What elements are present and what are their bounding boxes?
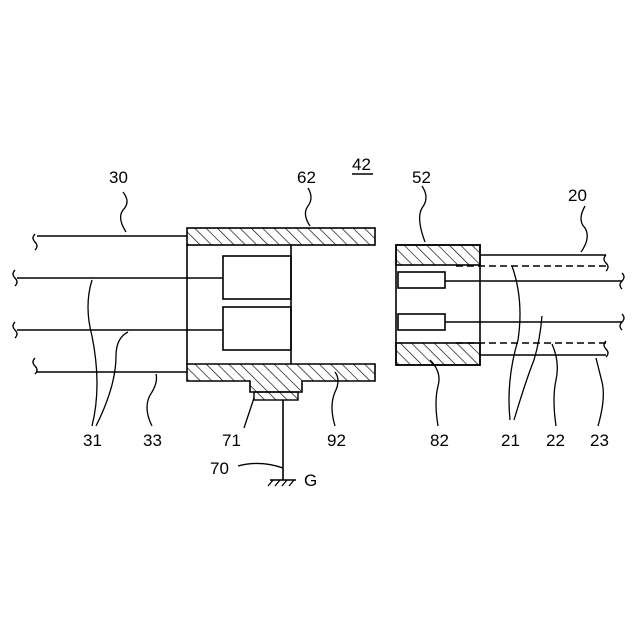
leader-82 [430,360,439,426]
leader-31b [96,332,128,426]
leader-52 [420,186,426,242]
pin-lower [398,314,445,330]
top-wall [187,228,375,245]
label-52: 52 [412,168,431,187]
break-mark [13,270,17,286]
top-shield [396,245,480,265]
label-23: 23 [590,431,609,450]
label-22: 22 [546,431,565,450]
right-connector-52 [396,245,480,365]
leader-33 [147,374,157,426]
leader-30 [121,192,127,232]
leader-20 [581,206,587,252]
leader-31a [88,280,97,426]
contact-lower [223,307,291,350]
leader-21b [514,316,542,420]
leader-23 [596,358,603,426]
ground-tick [268,480,273,486]
left-cable [13,234,223,374]
leader-62 [305,188,311,226]
ground-contact-71 [254,392,298,400]
right-cable [445,255,624,357]
label-31: 31 [83,431,102,450]
contact-upper [223,256,291,299]
leader-70 [238,463,283,468]
left-connector-62 [187,228,375,400]
label-G: G [304,471,317,490]
break-mark [33,358,37,374]
ground-line-70 [268,400,296,486]
leader-22 [552,344,557,426]
label-21: 21 [501,431,520,450]
ground-tick [289,480,294,486]
break-mark [33,234,37,250]
break-mark [13,322,17,338]
label-71: 71 [222,431,241,450]
label-30: 30 [109,168,128,187]
pin-upper [398,272,445,288]
label-92: 92 [327,431,346,450]
label-33: 33 [143,431,162,450]
label-62: 62 [297,168,316,187]
bottom-shield-82 [396,343,480,365]
label-42: 42 [352,155,371,174]
label-70: 70 [210,459,229,478]
break-mark [604,255,608,271]
ground-tick [282,480,287,486]
leader-71 [244,398,254,428]
label-82: 82 [430,431,449,450]
label-20: 20 [568,186,587,205]
bottom-wall [187,364,375,392]
ground-tick [275,480,280,486]
